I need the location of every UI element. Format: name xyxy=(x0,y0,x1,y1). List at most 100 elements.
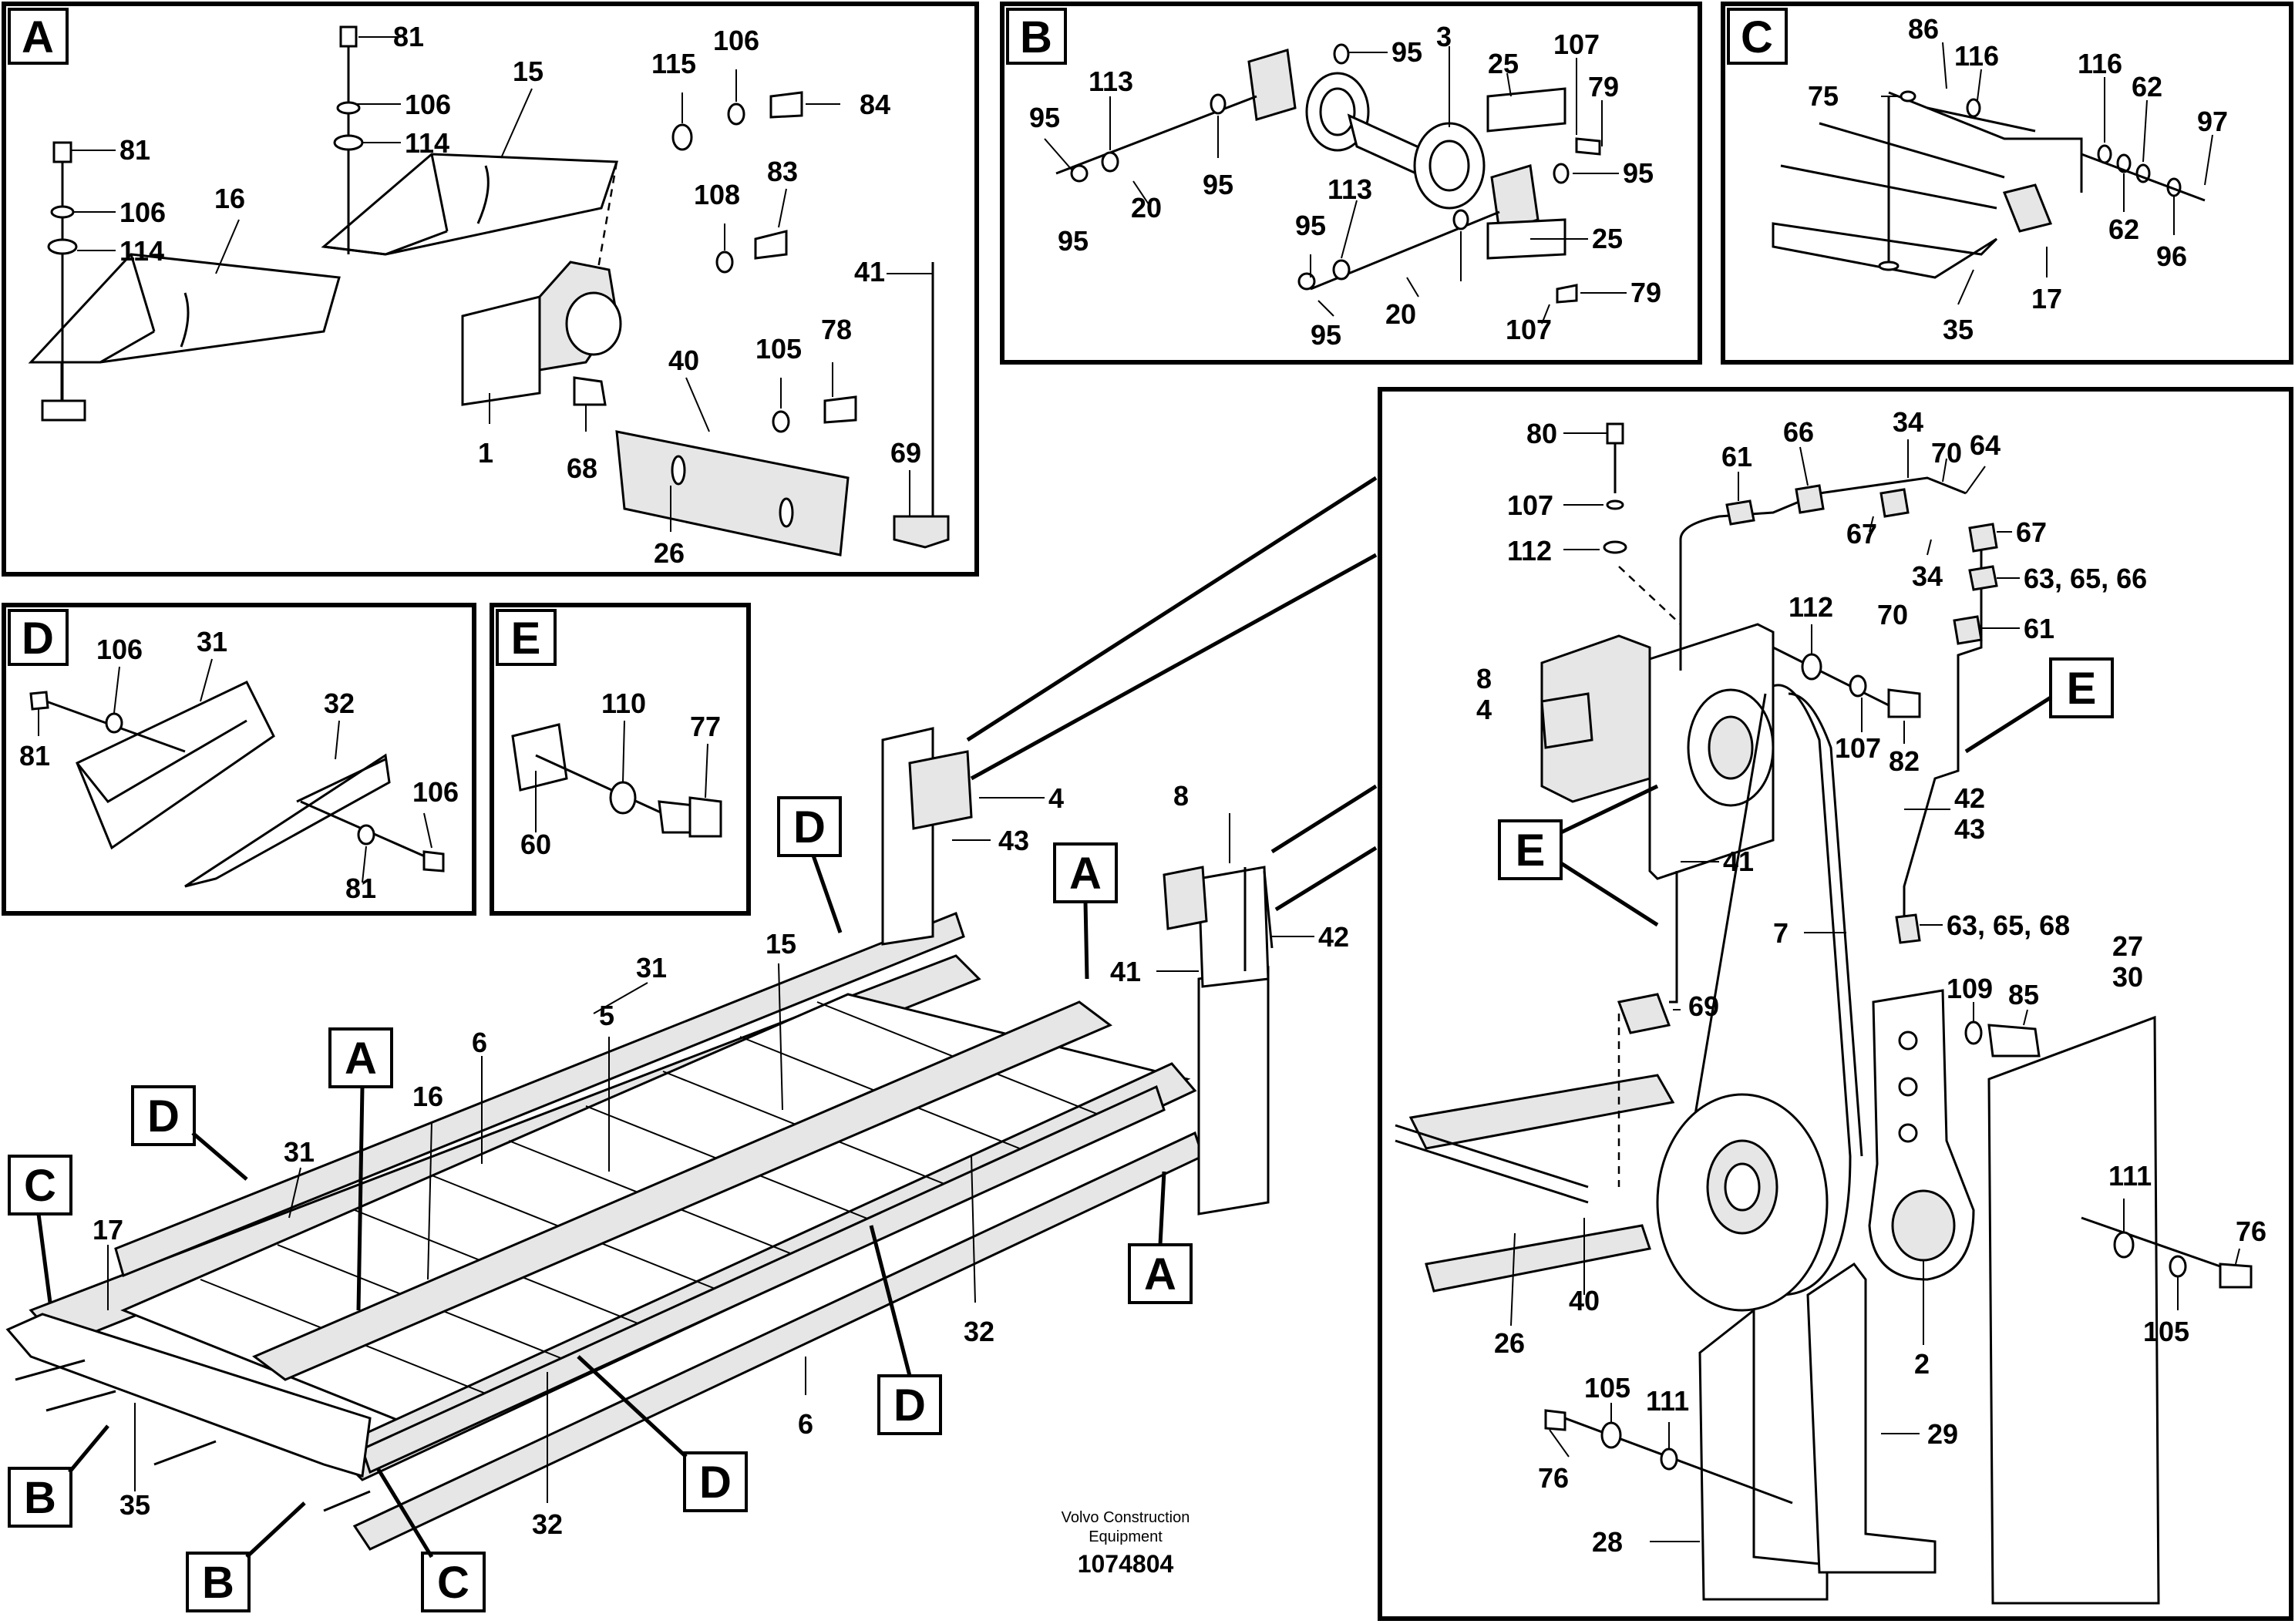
panel-e-letter: E xyxy=(511,614,541,664)
panel-b-leaders xyxy=(1044,46,1627,324)
label-detail-2: 2 xyxy=(1914,1348,1930,1380)
main-tag-b-bottom xyxy=(186,1552,251,1612)
label-a-114-left: 114 xyxy=(119,235,164,267)
label-a-68: 68 xyxy=(567,452,597,484)
detail-tag-e-left-letter: E xyxy=(1516,825,1546,876)
label-a-78: 78 xyxy=(821,314,852,345)
panel-d-drawing xyxy=(29,681,445,888)
label-a-1: 1 xyxy=(478,437,493,469)
label-detail-111-bottom: 111 xyxy=(1646,1385,1689,1417)
part-1-bracket-drawing xyxy=(461,261,622,406)
label-detail-107-mid: 107 xyxy=(1835,732,1881,764)
label-detail-105-bottom: 105 xyxy=(1584,1372,1630,1404)
label-detail-67-right: 67 xyxy=(2016,516,2047,548)
main-callout-lines xyxy=(966,476,1378,912)
panel-a-leaders xyxy=(71,36,933,532)
panel-b: B xyxy=(1000,2,1702,365)
main-tag-a-left-letter: A xyxy=(345,1034,377,1084)
main-tag-b-left-letter: B xyxy=(24,1473,56,1523)
label-a-26: 26 xyxy=(654,537,685,569)
label-detail-70-top: 70 xyxy=(1931,437,1962,469)
main-left-motor xyxy=(908,750,973,830)
label-detail-4: 4 xyxy=(1476,694,1492,725)
label-a-40: 40 xyxy=(668,345,699,376)
label-a-106-left: 106 xyxy=(119,197,166,228)
label-main-16: 16 xyxy=(412,1081,443,1112)
main-tag-d-left xyxy=(131,1085,196,1146)
label-b-79-top: 79 xyxy=(1588,71,1619,103)
part-26-tube-drawing xyxy=(615,430,850,556)
panel-d: D 106 31 32 81 106 81 xyxy=(2,603,476,916)
label-b-20-bottom: 20 xyxy=(1385,298,1416,330)
label-b-95-top: 95 xyxy=(1391,36,1422,68)
main-tag-b-left xyxy=(8,1467,72,1528)
detail-chain-track xyxy=(1408,1074,1675,1150)
panel-e-tag-box xyxy=(496,609,557,666)
label-b-95-bottom: 95 xyxy=(1311,319,1341,351)
label-a-84: 84 xyxy=(860,89,890,120)
panel-d-tag-box xyxy=(8,609,69,666)
main-tag-d-bottom-letter: D xyxy=(699,1458,732,1508)
label-main-43: 43 xyxy=(998,825,1029,856)
label-detail-28: 28 xyxy=(1592,1526,1623,1558)
label-detail-63-65-68: 63, 65, 68 xyxy=(1947,910,2070,941)
label-c-116-left: 116 xyxy=(1954,40,1999,72)
label-d-106-right: 106 xyxy=(412,776,459,808)
panel-a: A xyxy=(2,2,979,577)
label-e-77: 77 xyxy=(690,711,721,742)
panel-detail-frame xyxy=(1378,387,2293,1621)
main-tag-c-left-letter: C xyxy=(24,1161,56,1211)
panel-c-drawing xyxy=(1772,90,2206,279)
detail-leaders xyxy=(1510,432,2240,1542)
main-tag-c-bottom xyxy=(421,1552,486,1612)
main-tag-c-bottom-letter: C xyxy=(437,1558,469,1608)
label-a-16: 16 xyxy=(214,183,245,214)
label-main-17: 17 xyxy=(93,1214,123,1246)
main-tag-d-top xyxy=(777,796,842,857)
label-detail-34-bottom: 34 xyxy=(1912,560,1943,592)
label-detail-76-bottom: 76 xyxy=(1538,1462,1569,1494)
panel-c: C 86 116 75 116 xyxy=(1721,2,2293,365)
main-cover-32 xyxy=(361,1084,1166,1474)
part-69-elbow-drawing xyxy=(893,515,950,549)
label-detail-40: 40 xyxy=(1569,1285,1600,1316)
detail-tag-e-right xyxy=(2049,657,2114,718)
panel-b-bearing-drawing xyxy=(1055,43,1601,304)
label-a-114-top: 114 xyxy=(405,127,449,159)
label-detail-112-mid: 112 xyxy=(1789,591,1833,623)
label-b-20-top: 20 xyxy=(1131,192,1162,224)
footer-brand-line1: Volvo Construction xyxy=(1062,1509,1190,1526)
label-c-86: 86 xyxy=(1908,13,1939,45)
label-d-81-left: 81 xyxy=(19,740,50,772)
main-tag-a-right-letter: A xyxy=(1069,849,1102,899)
label-detail-61-right: 61 xyxy=(2024,613,2054,644)
panel-b-frame xyxy=(1000,2,1702,365)
label-detail-69: 69 xyxy=(1688,990,1719,1022)
label-b-113-top: 113 xyxy=(1089,66,1133,97)
label-detail-67-left: 67 xyxy=(1846,518,1877,550)
label-c-35: 35 xyxy=(1943,314,1974,345)
footer-brand-line2: Equipment xyxy=(1089,1528,1163,1545)
label-a-81-top: 81 xyxy=(393,21,424,52)
label-c-116-right: 116 xyxy=(2078,48,2122,79)
label-c-62-top: 62 xyxy=(2132,71,2162,103)
label-main-8: 8 xyxy=(1173,780,1189,812)
main-tag-d-mid-letter: D xyxy=(893,1380,926,1431)
main-right-drive-housing xyxy=(1197,866,1270,988)
detail-plate-27-30 xyxy=(1987,1015,2160,1605)
label-main-6-top: 6 xyxy=(472,1027,487,1058)
label-detail-64: 64 xyxy=(1970,429,2001,461)
label-b-107-bottom: 107 xyxy=(1506,314,1552,345)
panel-b-letter: B xyxy=(1020,12,1052,62)
main-leaders xyxy=(107,797,1314,1503)
panel-detail-drawing xyxy=(1395,422,2253,1605)
label-main-4: 4 xyxy=(1048,782,1064,814)
label-detail-63-65-66: 63, 65, 66 xyxy=(2024,563,2147,594)
label-b-25-bottom: 25 xyxy=(1592,223,1623,254)
main-right-motor xyxy=(1163,866,1208,930)
label-main-5: 5 xyxy=(599,1000,614,1031)
label-c-96: 96 xyxy=(2156,240,2187,272)
main-tag-d-left-letter: D xyxy=(147,1091,180,1142)
label-a-41: 41 xyxy=(854,256,885,287)
label-c-97: 97 xyxy=(2197,106,2228,137)
